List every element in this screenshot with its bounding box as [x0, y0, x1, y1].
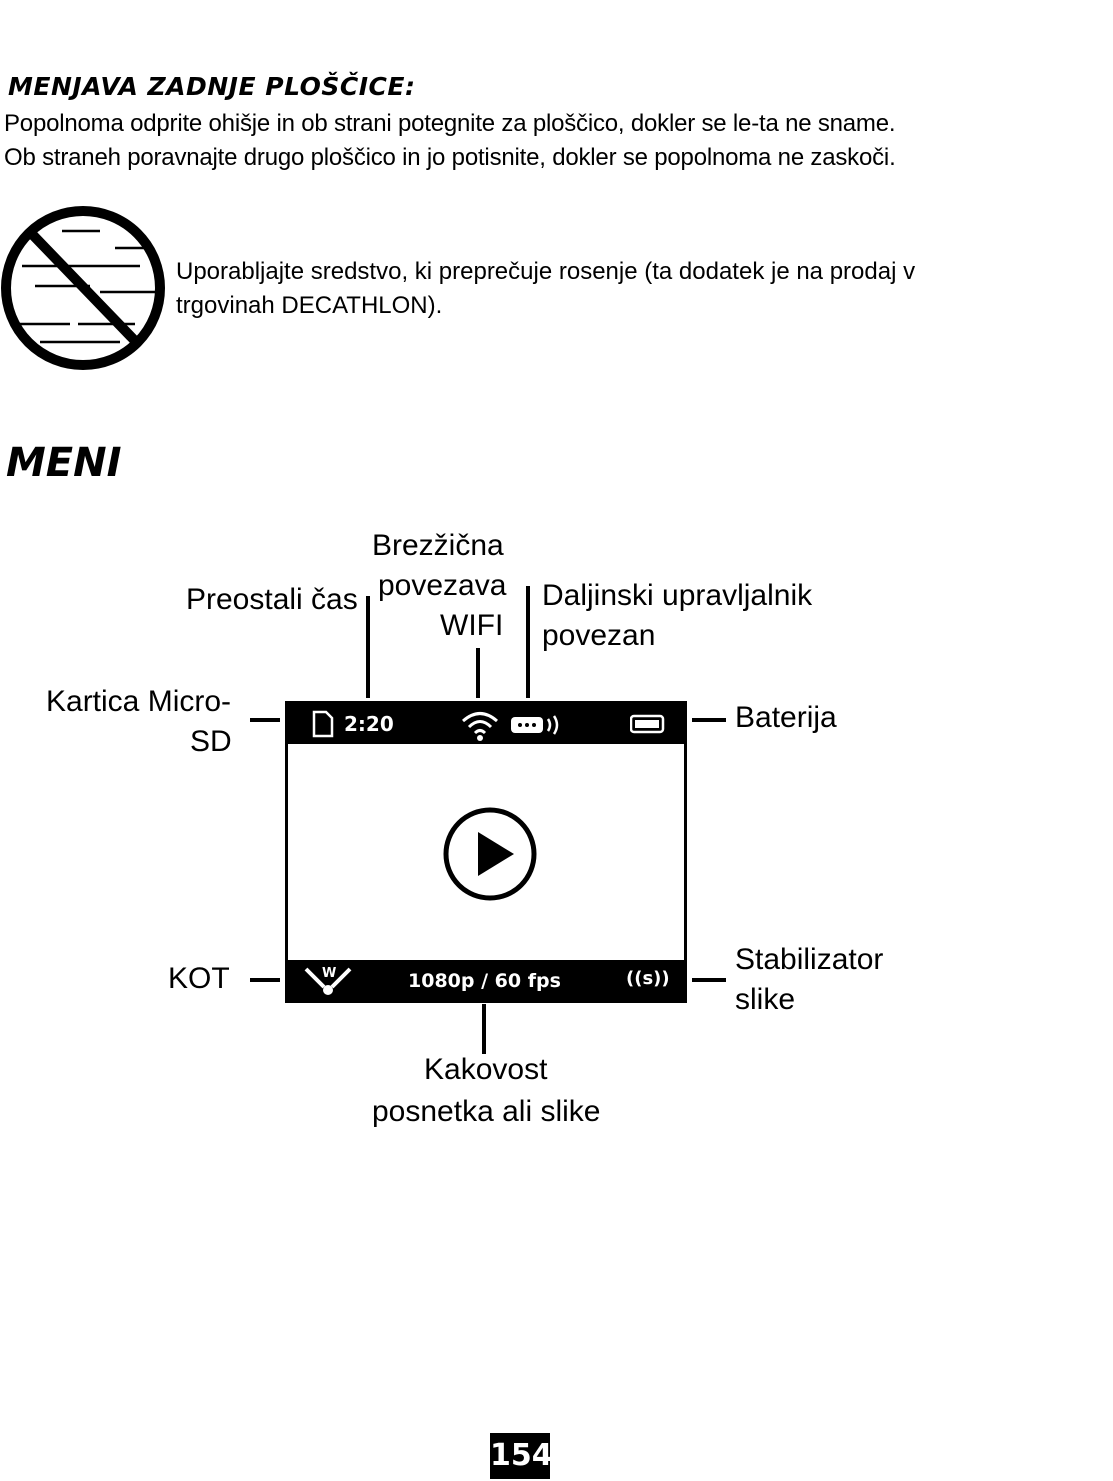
leader-battery — [692, 718, 726, 722]
instruction-line-2: Ob straneh poravnajte drugo ploščico in … — [4, 144, 896, 171]
sd-card-icon — [312, 710, 334, 738]
leader-quality — [482, 1004, 486, 1054]
page-number: 154 — [490, 1433, 553, 1479]
leader-wifi — [476, 648, 480, 698]
remote-icon — [511, 715, 559, 735]
note-line-1: Uporabljajte sredstvo, ki preprečuje ros… — [176, 258, 916, 285]
menu-title: MENI — [6, 440, 122, 486]
label-stabilizer-2: slike — [735, 983, 796, 1016]
label-wireless-2: povezava — [378, 569, 507, 602]
angle-icon: W — [304, 966, 352, 995]
screen-time: 2:20 — [344, 712, 394, 736]
screen-quality: 1080p / 60 fps — [408, 970, 561, 992]
section-title: MENJAVA ZADNJE PLOŠČICE: — [8, 72, 416, 101]
note-text: Uporabljajte sredstvo, ki preprečuje ros… — [176, 255, 915, 323]
note-line-2: trgovinah DECATHLON). — [176, 292, 443, 319]
label-remote-1: Daljinski upravljalnik — [542, 579, 813, 612]
leader-stabilizer — [692, 978, 726, 982]
wifi-icon — [462, 712, 498, 741]
leader-sdcard — [250, 718, 280, 722]
label-quality-2: posnetka ali slike — [372, 1095, 601, 1128]
label-wireless-3: WIFI — [440, 609, 504, 642]
leader-remaining-time — [366, 596, 370, 698]
battery-icon — [630, 714, 665, 734]
label-remote-2: povezan — [542, 619, 656, 652]
label-remaining-time: Preostali čas — [186, 583, 358, 616]
label-sdcard-2: SD — [190, 725, 232, 758]
camera-screen: 2:20 W 1080p / 60 fps — [285, 701, 687, 1003]
label-battery: Baterija — [735, 701, 837, 734]
angle-letter: W — [322, 966, 336, 981]
leader-angle — [250, 978, 280, 982]
screen-info-bar: W 1080p / 60 fps ((s)) — [288, 960, 684, 1000]
no-condensation-icon — [1, 206, 165, 370]
label-wireless-1: Brezžična — [372, 529, 504, 562]
leader-remote — [526, 586, 530, 698]
label-quality-1: Kakovost — [424, 1053, 548, 1086]
stabilizer-icon: ((s)) — [626, 968, 670, 989]
instruction-line-1: Popolnoma odprite ohišje in ob strani po… — [4, 110, 896, 137]
label-stabilizer-1: Stabilizator — [735, 943, 884, 976]
screen-status-bar: 2:20 — [288, 704, 684, 744]
play-icon[interactable] — [442, 806, 538, 902]
label-angle: KOT — [168, 962, 230, 995]
label-sdcard-1: Kartica Micro- — [46, 685, 232, 718]
